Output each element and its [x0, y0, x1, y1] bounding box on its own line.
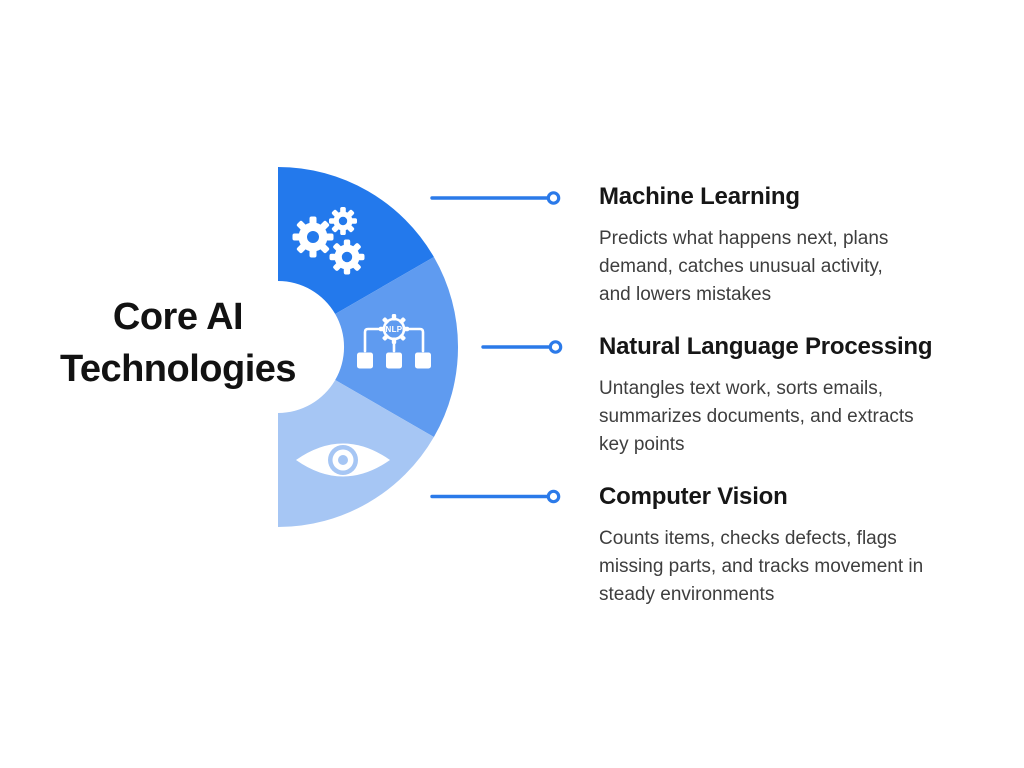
section-body: Untangles text work, sorts emails, summa… — [599, 375, 991, 459]
page-title-line-2: Technologies — [59, 348, 297, 390]
nlp-icon-label: NLP — [386, 325, 403, 334]
connector-endpoint-ring — [546, 191, 561, 205]
connector-nlp — [481, 340, 563, 354]
section-body: Predicts what happens next, plans demand… — [599, 225, 991, 309]
section-natural-language-processing: Natural Language Processing Untangles te… — [599, 332, 991, 459]
eye-icon — [296, 443, 390, 477]
section-heading: Natural Language Processing — [599, 333, 933, 360]
connector-machine-learning — [430, 191, 561, 205]
segment-nlp — [335, 257, 459, 437]
page-title: Core AI Technologies — [26, 291, 330, 395]
connector-endpoint-ring — [546, 489, 561, 504]
section-body-line: demand, catches unusual activity, — [599, 256, 883, 277]
section-heading: Computer Vision — [599, 483, 788, 510]
section-heading: Machine Learning — [599, 183, 800, 210]
section-body-line: steady environments — [599, 584, 775, 605]
section-body: Counts items, checks defects, flags miss… — [599, 525, 991, 609]
section-body-line: key points — [599, 434, 685, 455]
page-title-line-1: Core AI — [112, 296, 244, 338]
section-body-line: missing parts, and tracks movement in — [599, 556, 924, 577]
section-machine-learning: Machine Learning Predicts what happens n… — [599, 182, 991, 309]
section-body-line: summarizes documents, and extracts — [599, 406, 914, 427]
section-body-line: and lowers mistakes — [599, 284, 772, 305]
connector-computer-vision — [430, 489, 561, 504]
section-body-line: Predicts what happens next, plans — [599, 228, 889, 249]
nlp-gear-icon: NLP — [357, 314, 431, 369]
gears-icon — [292, 207, 365, 275]
connector-endpoint-ring — [548, 340, 563, 354]
section-body-line: Counts items, checks defects, flags — [599, 528, 897, 549]
segment-machine-learning — [278, 167, 434, 314]
section-body-line: Untangles text work, sorts emails, — [599, 378, 884, 399]
section-computer-vision: Computer Vision Counts items, checks def… — [599, 482, 991, 609]
